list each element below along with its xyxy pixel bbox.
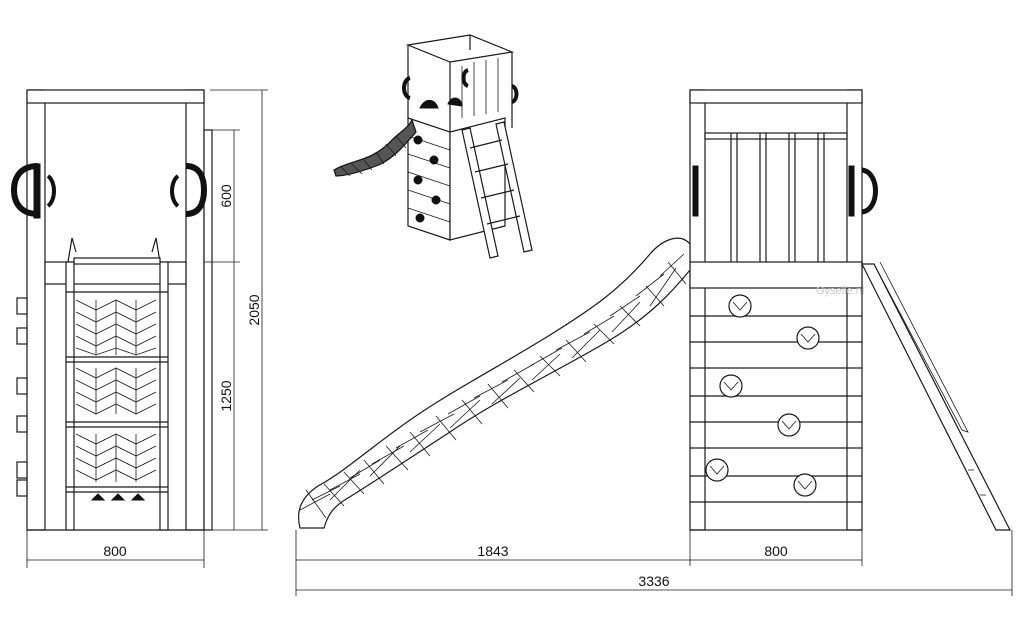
slide — [297, 237, 691, 529]
handle-icon — [170, 163, 208, 217]
platform-height-label: 1250 — [218, 380, 234, 411]
bottom-dimensions — [295, 530, 1013, 596]
handle-icon — [10, 163, 56, 219]
handle-icon — [692, 165, 878, 217]
net-panel — [75, 299, 157, 482]
total-height-label: 2050 — [246, 294, 262, 325]
slide-length-label: 1843 — [477, 543, 508, 559]
upper-height-label: 600 — [218, 184, 234, 208]
climbing-hold-icon — [16, 297, 28, 497]
watermark: Gyselle.nl — [816, 285, 864, 297]
isometric-view — [333, 34, 533, 259]
front-width-label: 800 — [103, 543, 127, 559]
side-tower-width-label: 800 — [764, 543, 788, 559]
side-view — [297, 89, 1011, 531]
total-length-label: 3336 — [638, 573, 669, 589]
climbing-hold-icon — [705, 294, 820, 497]
front-dimensions — [26, 89, 268, 568]
front-view — [10, 89, 213, 531]
